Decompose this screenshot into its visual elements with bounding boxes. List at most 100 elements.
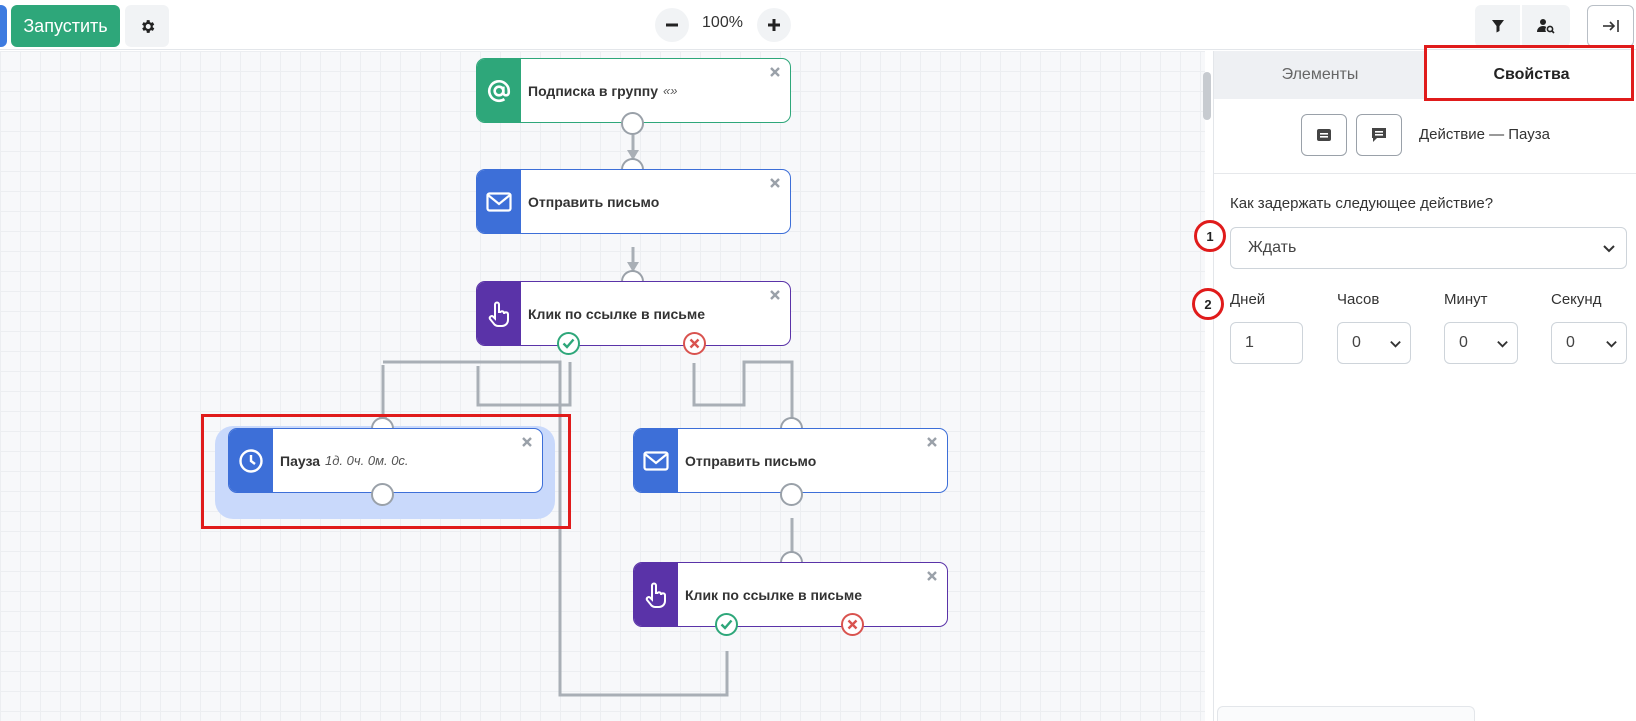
- node-icon-bg: [634, 563, 678, 626]
- minutes-value: 0: [1459, 334, 1468, 351]
- close-icon[interactable]: [521, 436, 533, 448]
- hours-select[interactable]: 0: [1337, 322, 1411, 364]
- flow-canvas[interactable]: Подписка в группу «» Отправить письмо Кли…: [0, 51, 1205, 721]
- node-label: Отправить письмо: [521, 170, 790, 233]
- step-badge-1: 1: [1194, 220, 1226, 252]
- node-icon-bg: [477, 170, 521, 233]
- tab-elements[interactable]: Элементы: [1214, 51, 1426, 99]
- minutes-select[interactable]: 0: [1444, 322, 1518, 364]
- output-port[interactable]: [371, 483, 394, 506]
- success-port[interactable]: [557, 332, 580, 355]
- node-title: Отправить письмо: [685, 452, 817, 469]
- zoom-level: 100%: [702, 14, 743, 31]
- comment-button[interactable]: [1356, 114, 1402, 156]
- comment-icon: [1372, 128, 1386, 142]
- chevron-down-icon: [1603, 245, 1615, 253]
- clock-icon: [239, 448, 263, 473]
- zoom-out-button[interactable]: [655, 8, 689, 42]
- delay-question: Как задержать следующее действие?: [1230, 195, 1494, 212]
- connections: [377, 135, 798, 697]
- node-title: Отправить письмо: [528, 193, 660, 210]
- close-icon[interactable]: [926, 570, 938, 582]
- canvas-scrollbar[interactable]: [1203, 72, 1211, 120]
- run-button[interactable]: Запустить: [11, 5, 120, 47]
- days-input[interactable]: 1: [1230, 322, 1303, 364]
- settings-button[interactable]: [125, 5, 169, 47]
- panel-title: Действие — Пауза: [1419, 126, 1550, 143]
- filter-icon: [1491, 20, 1504, 33]
- hand-pointer-icon: [645, 582, 666, 608]
- node-icon-bg: [634, 429, 678, 492]
- message-icon: [1317, 129, 1331, 141]
- gear-icon: [141, 19, 154, 33]
- user-search-icon: [1537, 19, 1555, 34]
- minutes-label: Минут: [1444, 291, 1488, 308]
- node-subtitle: «»: [663, 83, 678, 98]
- node-title: Клик по ссылке в письме: [528, 305, 706, 322]
- pause-highlight-box: [201, 414, 571, 529]
- message-button[interactable]: [1301, 114, 1347, 156]
- hand-pointer-icon: [488, 301, 509, 327]
- close-icon[interactable]: [769, 177, 781, 189]
- check-icon: [720, 619, 733, 630]
- node-label: Отправить письмо: [678, 429, 947, 492]
- fail-port[interactable]: [841, 613, 864, 636]
- close-icon[interactable]: [769, 66, 781, 78]
- days-label: Дней: [1230, 291, 1266, 308]
- hours-label: Часов: [1337, 291, 1380, 308]
- node-pause[interactable]: Пауза 1д. 0ч. 0м. 0с.: [228, 428, 543, 493]
- close-icon[interactable]: [769, 289, 781, 301]
- node-label: Клик по ссылке в письме: [678, 563, 947, 626]
- zoom-in-button[interactable]: [757, 8, 791, 42]
- run-button-label: Запустить: [23, 15, 108, 36]
- x-icon: [689, 338, 700, 349]
- seconds-label: Секунд: [1551, 291, 1602, 308]
- close-icon[interactable]: [926, 436, 938, 448]
- at-icon: [487, 79, 511, 102]
- filter-button[interactable]: [1475, 5, 1520, 47]
- user-search-button[interactable]: [1522, 5, 1570, 47]
- plus-icon: [768, 19, 780, 31]
- node-subtitle: 1д. 0ч. 0м. 0с.: [325, 453, 409, 468]
- node-link-click[interactable]: Клик по ссылке в письме: [633, 562, 948, 627]
- node-link-click[interactable]: Клик по ссылке в письме: [476, 281, 791, 346]
- properties-tab-highlight: [1424, 45, 1634, 101]
- node-title: Пауза: [280, 452, 321, 469]
- chevron-down-icon: [1390, 340, 1401, 348]
- delay-mode-value: Ждать: [1248, 239, 1297, 256]
- node-title: Подписка в группу: [528, 82, 659, 99]
- tab-label: Свойства: [1493, 66, 1570, 83]
- success-port[interactable]: [715, 613, 738, 636]
- delay-mode-select[interactable]: Ждать: [1230, 227, 1627, 269]
- minus-icon: [666, 23, 678, 27]
- seconds-value: 0: [1566, 334, 1575, 351]
- hours-value: 0: [1352, 334, 1361, 351]
- envelope-icon: [643, 450, 669, 471]
- node-icon-bg: [477, 282, 521, 345]
- node-send-email[interactable]: Отправить письмо: [476, 169, 791, 234]
- top-toolbar: Запустить 100%: [0, 0, 1636, 50]
- tab-label: Элементы: [1281, 66, 1359, 83]
- tab-properties[interactable]: Свойства: [1426, 51, 1636, 99]
- envelope-icon: [486, 191, 512, 212]
- divider: [1214, 173, 1636, 174]
- node-label: Клик по ссылке в письме: [521, 282, 790, 345]
- fail-port[interactable]: [683, 332, 706, 355]
- node-icon-bg: [477, 59, 521, 122]
- node-send-email[interactable]: Отправить письмо: [633, 428, 948, 493]
- node-label: Пауза 1д. 0ч. 0м. 0с.: [273, 429, 542, 492]
- chevron-down-icon: [1606, 340, 1617, 348]
- x-icon: [847, 619, 858, 630]
- panel-bottom-bar: [1217, 706, 1475, 721]
- left-edge-button[interactable]: [0, 5, 7, 47]
- collapse-panel-button[interactable]: [1587, 5, 1634, 47]
- output-port[interactable]: [780, 483, 803, 506]
- output-port[interactable]: [621, 112, 644, 135]
- check-icon: [562, 338, 575, 349]
- panel-tabs: Элементы Свойства: [1214, 51, 1636, 99]
- seconds-select[interactable]: 0: [1551, 322, 1627, 364]
- node-label: Подписка в группу «»: [521, 59, 790, 122]
- days-value: 1: [1245, 334, 1254, 351]
- collapse-right-icon: [1602, 20, 1619, 32]
- node-title: Клик по ссылке в письме: [685, 586, 863, 603]
